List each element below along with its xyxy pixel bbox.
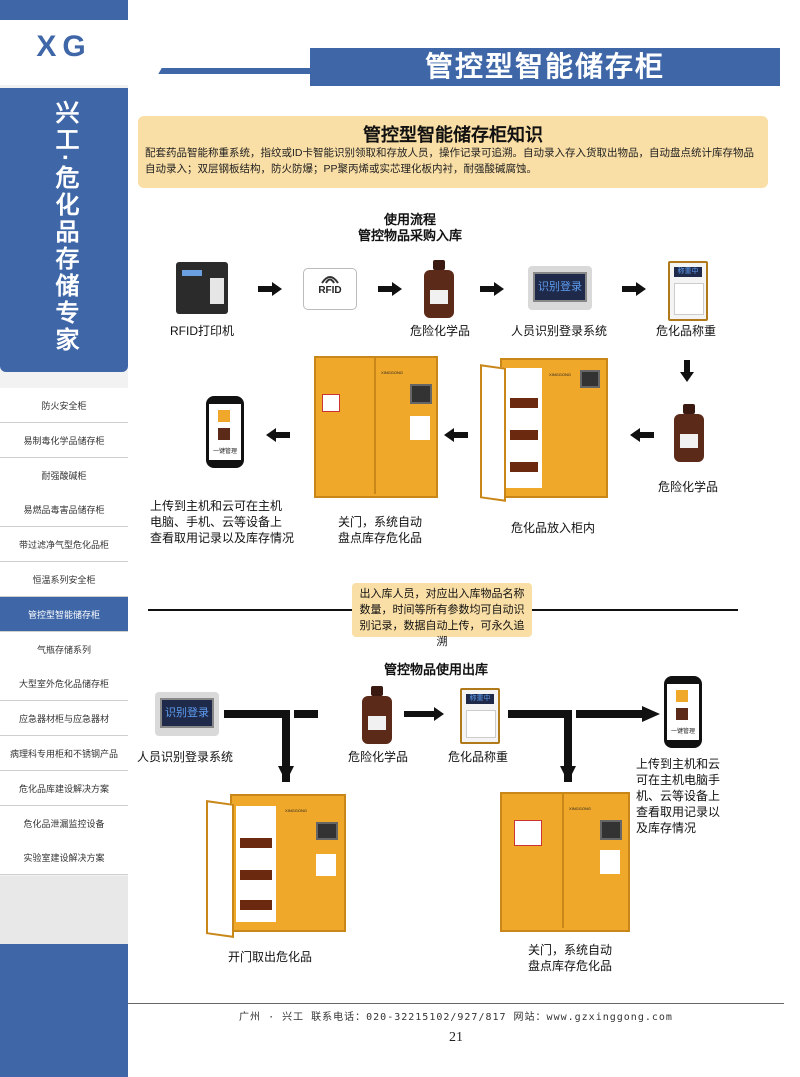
arrow-down-icon xyxy=(680,360,694,382)
open-cabinet-icon: XINGGONG xyxy=(206,794,346,938)
sidebar-item[interactable]: 危化品库建设解决方案 xyxy=(0,771,128,806)
login-screen-text: 识别登录 xyxy=(160,698,214,728)
login-terminal-icon: 识别登录 xyxy=(528,266,592,310)
phone-icon: 一键管理 xyxy=(206,396,244,468)
put-in-caption: 危化品放入柜内 xyxy=(510,521,595,535)
upload-caption: 上传到主机和云可在主机 电脑、手机、云等设备上 查看取用记录以及库存情况 xyxy=(150,499,295,545)
cabinet-brand: XINGGONG xyxy=(380,370,403,375)
cabinet-brand: XINGGONG xyxy=(568,806,591,811)
out-weigh-caption: 危化品称重 xyxy=(447,750,508,764)
arrow-right-icon xyxy=(622,282,646,296)
sidebar-item[interactable]: 大型室外危化品储存柜 xyxy=(0,666,128,701)
footer-contact: 广州 · 兴工 联系电话：020-32215102/927/817 网站：www… xyxy=(239,1012,673,1023)
out-login-caption: 人员识别登录系统 xyxy=(136,750,233,764)
divider-right xyxy=(532,609,738,611)
arrow-right-icon xyxy=(404,707,444,721)
chemical-bottle-icon xyxy=(422,260,456,318)
flow-in-title-line2: 管控物品采购入库 xyxy=(357,228,462,243)
sidebar-item[interactable]: 病理科专用柜和不锈钢产品 xyxy=(0,736,128,771)
flow-connector-right xyxy=(508,706,660,782)
closed-cabinet-icon: XINGGONG xyxy=(314,356,438,498)
flow-in-title: 使用流程 管控物品采购入库 xyxy=(330,212,490,244)
flow-out-title: 管控物品使用出库 xyxy=(383,662,488,677)
sidebar-item[interactable]: 防火安全柜 xyxy=(0,388,128,423)
arrow-left-icon xyxy=(266,428,290,442)
knowledge-text: 配套药品智能称重系统，指纹或ID卡智能识别领取和存放人员，操作记录可追溯。自动录… xyxy=(145,147,754,175)
brand-logo: XG xyxy=(36,30,92,63)
brand-panel xyxy=(0,88,128,372)
title-accent-strip xyxy=(158,68,322,74)
sidebar-item[interactable]: 恒温系列安全柜 xyxy=(0,562,128,597)
note-text: 出入库人员，对应出入库物品名称 数量，时间等所有参数均可自动识 别记录，数据自动… xyxy=(359,588,525,648)
arrow-left-icon xyxy=(630,428,654,442)
flow-in-title-line1: 使用流程 xyxy=(383,212,436,227)
scale-icon: 称重中 xyxy=(668,261,708,321)
knowledge-box xyxy=(138,116,768,188)
rfid-printer-icon xyxy=(176,262,228,314)
printer-caption: RFID打印机 xyxy=(170,324,234,338)
page-title: 管控型智能储存柜 xyxy=(424,51,665,82)
brand-vertical-title: 兴工·危化品存储专家 xyxy=(51,100,78,354)
sidebar-blank xyxy=(0,910,128,945)
arrow-right-icon xyxy=(258,282,282,296)
out-close-caption: 关门，系统自动 盘点库存危化品 xyxy=(527,943,612,973)
cabinet-brand: XINGGONG xyxy=(284,808,307,813)
arrow-right-icon xyxy=(378,282,402,296)
rfid-card-text: RFID xyxy=(318,285,342,296)
knowledge-title: 管控型智能储存柜知识 xyxy=(363,125,543,145)
rfid-card-icon: RFID xyxy=(303,268,357,310)
sidebar-footer xyxy=(0,944,128,1077)
chemical-caption-2: 危险化学品 xyxy=(657,480,718,494)
login-screen-text: 识别登录 xyxy=(533,272,587,302)
sidebar-item[interactable]: 耐强酸碱柜 xyxy=(0,458,128,493)
brand-cap xyxy=(0,0,128,20)
sidebar-item[interactable]: 易制毒化学品储存柜 xyxy=(0,423,128,458)
page-number: 21 xyxy=(449,1030,463,1045)
login-terminal-icon: 识别登录 xyxy=(155,692,219,736)
arrow-right-icon xyxy=(480,282,504,296)
footer-divider xyxy=(128,1003,784,1004)
note-box xyxy=(352,583,532,637)
sidebar-item[interactable]: 易燃品毒害品储存柜 xyxy=(0,492,128,527)
chemical-bottle-icon xyxy=(672,404,706,462)
login-caption: 人员识别登录系统 xyxy=(510,324,607,338)
sidebar-item[interactable]: 气瓶存储系列 xyxy=(0,632,128,667)
out-chemical-caption: 危险化学品 xyxy=(347,750,408,764)
cabinet-brand: XINGGONG xyxy=(548,372,571,377)
open-cabinet-icon: XINGGONG xyxy=(480,358,608,502)
scale-icon: 称重中 xyxy=(460,688,500,744)
open-caption: 开门取出危化品 xyxy=(227,950,312,964)
phone-screen-text: 一键管理 xyxy=(212,449,237,455)
phone-icon: 一键管理 xyxy=(664,676,702,748)
close-caption: 关门，系统自动 盘点库存危化品 xyxy=(337,515,422,545)
chemical-caption-1: 危险化学品 xyxy=(409,324,470,338)
arrow-left-icon xyxy=(444,428,468,442)
weigh-caption: 危化品称重 xyxy=(655,324,716,338)
sidebar-item[interactable]: 实验室建设解决方案 xyxy=(0,840,128,875)
sidebar-item[interactable]: 危化品泄漏监控设备 xyxy=(0,806,128,841)
sidebar-item[interactable]: 应急器材柜与应急器材 xyxy=(0,701,128,736)
flow-connector-left xyxy=(224,710,318,782)
closed-cabinet-icon: XINGGONG xyxy=(500,792,630,932)
scale-display: 称重中 xyxy=(674,267,702,277)
sidebar-item[interactable]: 带过滤净气型危化品柜 xyxy=(0,527,128,562)
out-upload-caption: 上传到主机和云 可在主机电脑手 机、云等设备上 查看取用记录以 及库存情况 xyxy=(636,757,721,835)
sidebar-blank xyxy=(0,876,128,911)
signal-icon xyxy=(321,276,339,284)
phone-screen-text: 一键管理 xyxy=(670,729,695,735)
chemical-bottle-icon xyxy=(360,686,394,744)
title-bar xyxy=(310,48,780,86)
sidebar-item[interactable]: 管控型智能储存柜 xyxy=(0,597,128,632)
scale-display: 称重中 xyxy=(466,694,494,704)
divider-left xyxy=(148,609,353,611)
